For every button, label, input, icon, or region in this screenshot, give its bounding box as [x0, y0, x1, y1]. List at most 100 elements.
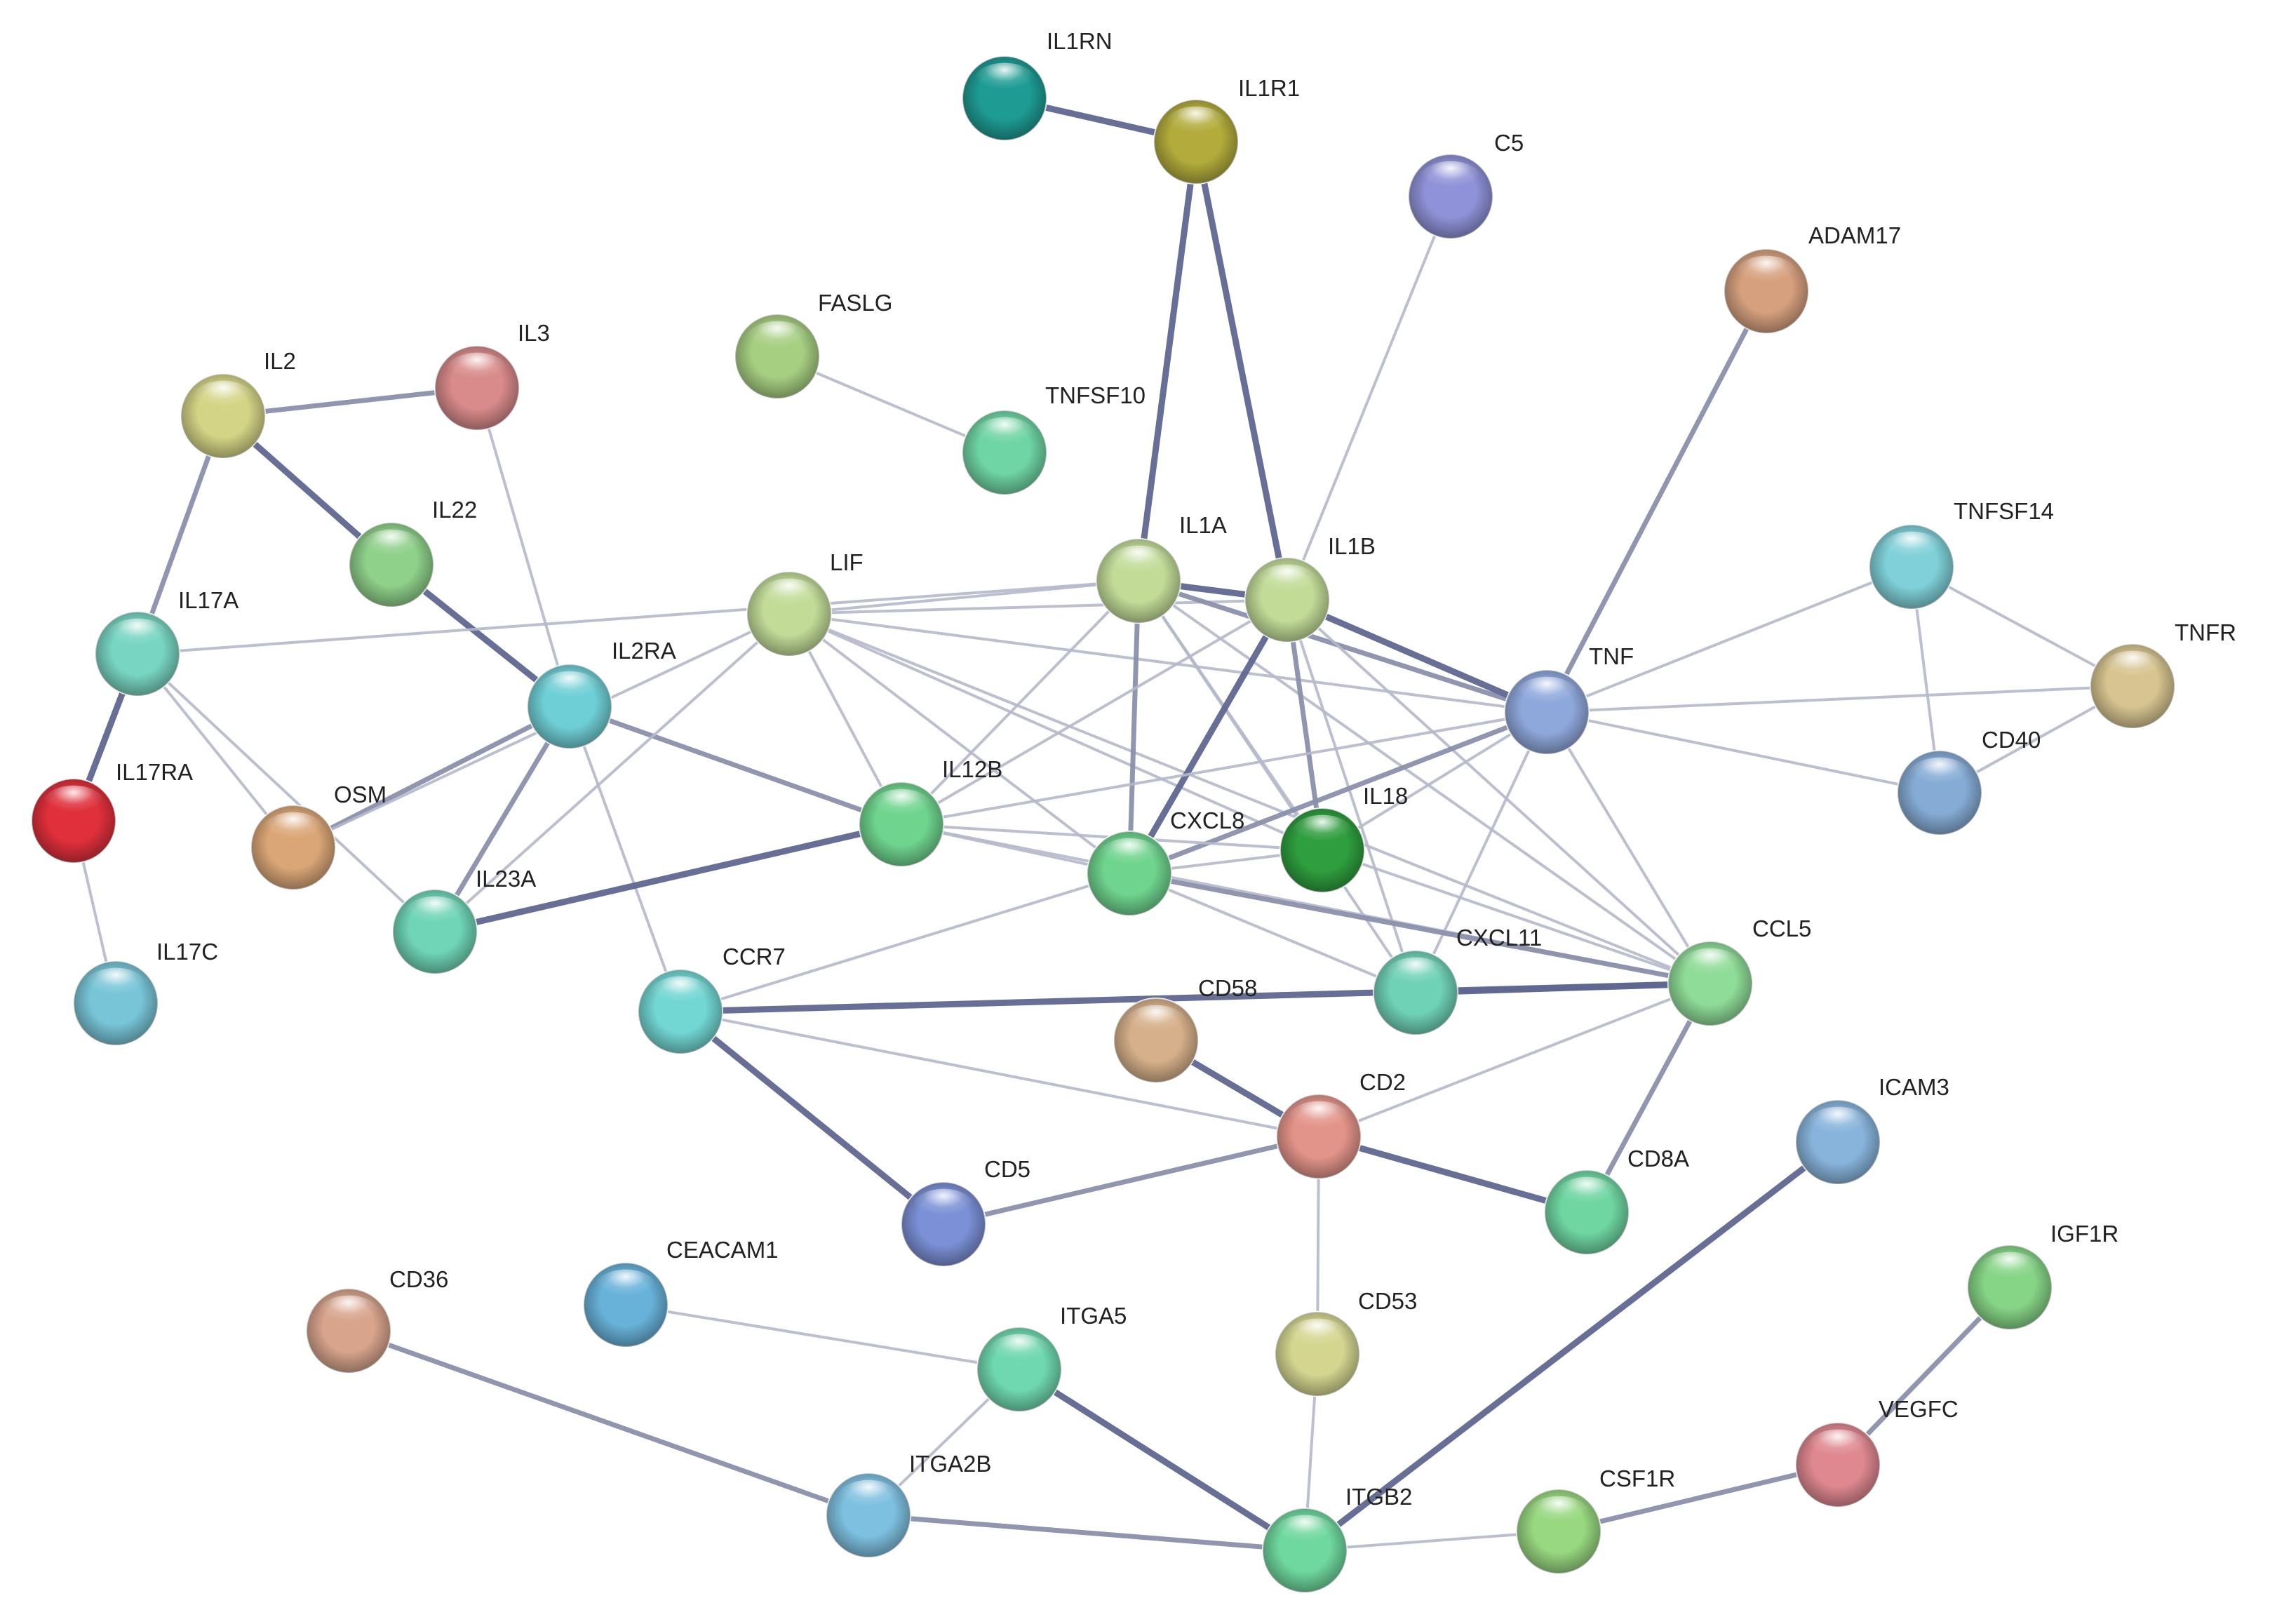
node-highlight: [1099, 838, 1160, 874]
node-il1b[interactable]: IL1B: [1244, 533, 1376, 643]
node-il3[interactable]: IL3: [434, 320, 550, 431]
edge-cxcl8-ccr7: [679, 872, 1131, 1013]
node-highlight: [1288, 1101, 1350, 1137]
edge-icam3-itgb2: [1301, 1139, 1841, 1554]
node-il18[interactable]: IL18: [1280, 783, 1408, 893]
node-cd2[interactable]: CD2: [1276, 1069, 1406, 1179]
node-highlight: [43, 785, 105, 821]
node-tnfsf10[interactable]: TNFSF10: [962, 382, 1146, 495]
node-cd53[interactable]: CD53: [1275, 1288, 1417, 1397]
node-il17a[interactable]: IL17A: [95, 587, 239, 697]
node-label: CD5: [984, 1156, 1030, 1182]
node-label: CD40: [1982, 727, 2041, 753]
edge-vegfc-csf1r: [1556, 1462, 1841, 1534]
node-label: IL18: [1363, 783, 1408, 809]
node-label: TNFSF14: [1954, 498, 2054, 524]
node-label: ADAM17: [1808, 222, 1901, 248]
node-highlight: [974, 62, 1035, 98]
node-tnfsf14[interactable]: TNFSF14: [1869, 498, 2054, 610]
node-il22[interactable]: IL22: [349, 497, 477, 608]
node-label: TNFR: [2175, 619, 2236, 645]
node-itgb2[interactable]: ITGB2: [1262, 1484, 1412, 1593]
node-il23a[interactable]: IL23A: [392, 866, 536, 974]
node-highlight: [838, 1479, 899, 1515]
edge-il3-il2ra: [476, 387, 571, 708]
node-label: IL23A: [476, 866, 536, 892]
node-highlight: [446, 352, 508, 388]
node-csf1r[interactable]: CSF1R: [1516, 1465, 1675, 1574]
edge-il17a-il23a: [136, 652, 436, 933]
node-label: IL22: [432, 497, 477, 523]
node-il2ra[interactable]: IL2RA: [527, 638, 676, 749]
edge-osm-il2ra: [290, 704, 572, 850]
node-label: IL17A: [178, 587, 239, 613]
node-il17ra[interactable]: IL17RA: [31, 759, 193, 864]
node-osm[interactable]: OSM: [250, 781, 387, 890]
node-cd5[interactable]: CD5: [901, 1156, 1030, 1267]
edge-il17a-il1a: [136, 579, 1140, 655]
node-label: IL17RA: [116, 759, 193, 785]
node-il1a[interactable]: IL1A: [1096, 512, 1227, 624]
node-il1rn[interactable]: IL1RN: [962, 28, 1113, 141]
node-il12b[interactable]: IL12B: [859, 756, 1002, 867]
node-cd40[interactable]: CD40: [1897, 727, 2041, 836]
node-highlight: [1165, 106, 1227, 142]
node-tnfr[interactable]: TNFR: [2090, 619, 2236, 729]
node-highlight: [974, 417, 1035, 452]
node-highlight: [107, 618, 168, 654]
node-label: ICAM3: [1879, 1074, 1949, 1100]
node-label: VEGFC: [1879, 1396, 1959, 1422]
node-highlight: [1909, 757, 1970, 793]
node-highlight: [650, 976, 711, 1012]
node-ceacam1[interactable]: CEACAM1: [583, 1237, 779, 1348]
edge-il1b-cxcl11: [1286, 598, 1417, 994]
node-highlight: [1679, 948, 1741, 984]
edge-cd2-cd8a: [1315, 1133, 1590, 1216]
node-ccl5[interactable]: CCL5: [1667, 915, 1811, 1026]
node-lif[interactable]: LIF: [746, 549, 864, 657]
edge-il1r1-il1b: [1193, 138, 1291, 603]
node-cd58[interactable]: CD58: [1113, 975, 1257, 1083]
node-il2[interactable]: IL2: [180, 348, 296, 459]
node-adam17[interactable]: ADAM17: [1724, 222, 1901, 334]
node-il1r1[interactable]: IL1R1: [1153, 75, 1300, 184]
node-highlight: [913, 1188, 974, 1225]
node-icam3[interactable]: ICAM3: [1795, 1074, 1949, 1185]
node-highlight: [85, 967, 147, 1004]
node-il17c[interactable]: IL17C: [73, 939, 218, 1046]
edge-tnf-tnfsf14: [1545, 565, 1913, 713]
node-label: IL2RA: [612, 638, 676, 664]
node-cxcl8[interactable]: CXCL8: [1087, 807, 1244, 916]
node-tnf[interactable]: TNF: [1504, 643, 1634, 755]
node-cxcl11[interactable]: CXCL11: [1373, 925, 1542, 1035]
edge-tnf-ccl5: [1545, 711, 1712, 985]
node-label: TNFSF10: [1045, 382, 1146, 408]
node-cd8a[interactable]: CD8A: [1544, 1146, 1689, 1255]
edge-ccr7-ccl5: [677, 980, 1714, 1015]
edge-il1a-cxcl8: [1127, 578, 1141, 876]
edge-itga2b-itgb2: [866, 1512, 1308, 1553]
node-igf1r[interactable]: IGF1R: [1967, 1221, 2118, 1330]
node-highlight: [1735, 255, 1797, 291]
node-label: IL1B: [1328, 533, 1376, 559]
node-highlight: [1807, 1106, 1869, 1143]
edge-il23a-il12b: [431, 821, 905, 935]
node-highlight: [746, 321, 808, 356]
edge-cd36-itga2b: [346, 1328, 871, 1518]
node-cd36[interactable]: CD36: [306, 1266, 448, 1374]
node-highlight: [871, 788, 932, 825]
node-label: ITGA2B: [909, 1451, 991, 1477]
edge-tnf-cxcl11: [1414, 711, 1548, 994]
edge-tnf-cxcl8: [1127, 709, 1550, 876]
edge-il1r1-il1a: [1135, 138, 1200, 584]
node-itga5[interactable]: ITGA5: [976, 1303, 1127, 1412]
edge-lif-il1a: [788, 579, 1140, 615]
node-label: CEACAM1: [666, 1237, 779, 1263]
node-faslg[interactable]: FASLG: [734, 290, 892, 399]
node-itga2b[interactable]: ITGA2B: [826, 1451, 991, 1558]
node-vegfc[interactable]: VEGFC: [1795, 1396, 1959, 1508]
edge-lif-cxcl8: [788, 612, 1131, 875]
node-c5[interactable]: C5: [1408, 130, 1524, 239]
edge-lif-ccl5: [788, 612, 1712, 985]
node-ccr7[interactable]: CCR7: [638, 944, 786, 1054]
